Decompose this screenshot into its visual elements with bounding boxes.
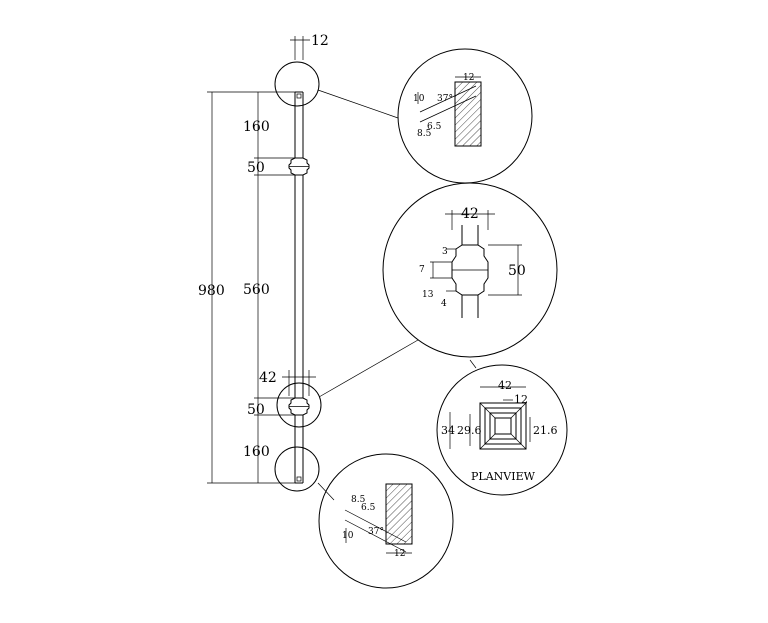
detail-bottom-d65: 6.5 (361, 503, 376, 513)
dim-collar-width: 42 (259, 370, 277, 386)
callout-circle-top (274, 61, 320, 107)
detail-collar-height: 50 (508, 263, 526, 279)
detail-collar-d3: 3 (442, 247, 448, 257)
detail-bottom-d85: 8.5 (351, 495, 366, 505)
detail-bottom-d10: 10 (342, 531, 354, 541)
dim-top-segment: 160 (243, 119, 270, 135)
planview-outer: 42 (498, 379, 512, 392)
detail-collar: 42 50 3 7 13 4 (382, 182, 558, 358)
baluster-elevation (288, 91, 310, 484)
detail-top-d10: 10 (413, 94, 425, 104)
callout-circle-bottom (274, 446, 320, 492)
detail-top-angle: 37° (437, 94, 453, 104)
detail-bottom-angle: 37° (368, 527, 384, 537)
planview-d34: 34 (441, 424, 455, 437)
planview-d296: 29.6 (457, 424, 482, 437)
detail-top-width: 12 (463, 73, 474, 83)
detail-collar-width: 42 (461, 206, 479, 222)
detail-bottom-width: 12 (394, 549, 405, 559)
detail-collar-d7: 7 (419, 265, 425, 275)
callout-circle-collar (276, 382, 322, 428)
detail-top: 12 10 37° 6.5 8.5 (397, 48, 533, 184)
detail-bottom: 12 10 37° 6.5 8.5 (318, 453, 454, 589)
planview-title: PLANVIEW (471, 470, 536, 483)
dim-total-height: 980 (198, 283, 225, 299)
main-dimensions: 12 980 160 50 560 50 160 42 (198, 33, 329, 484)
dim-bottom-segment: 160 (243, 444, 270, 460)
dim-top-width: 12 (311, 33, 329, 49)
detail-collar-d4: 4 (441, 299, 447, 309)
dim-upper-collar: 50 (247, 160, 265, 176)
detail-top-d85: 8.5 (417, 129, 432, 139)
planview-inner: 12 (514, 393, 528, 406)
planview: 42 12 34 29.6 21.6 PLANVIEW (436, 364, 568, 496)
detail-top-d65: 6.5 (427, 122, 442, 132)
dim-lower-collar: 50 (247, 402, 265, 418)
planview-d216: 21.6 (533, 424, 558, 437)
detail-collar-d13: 13 (422, 290, 434, 300)
dim-middle-segment: 560 (243, 282, 270, 298)
